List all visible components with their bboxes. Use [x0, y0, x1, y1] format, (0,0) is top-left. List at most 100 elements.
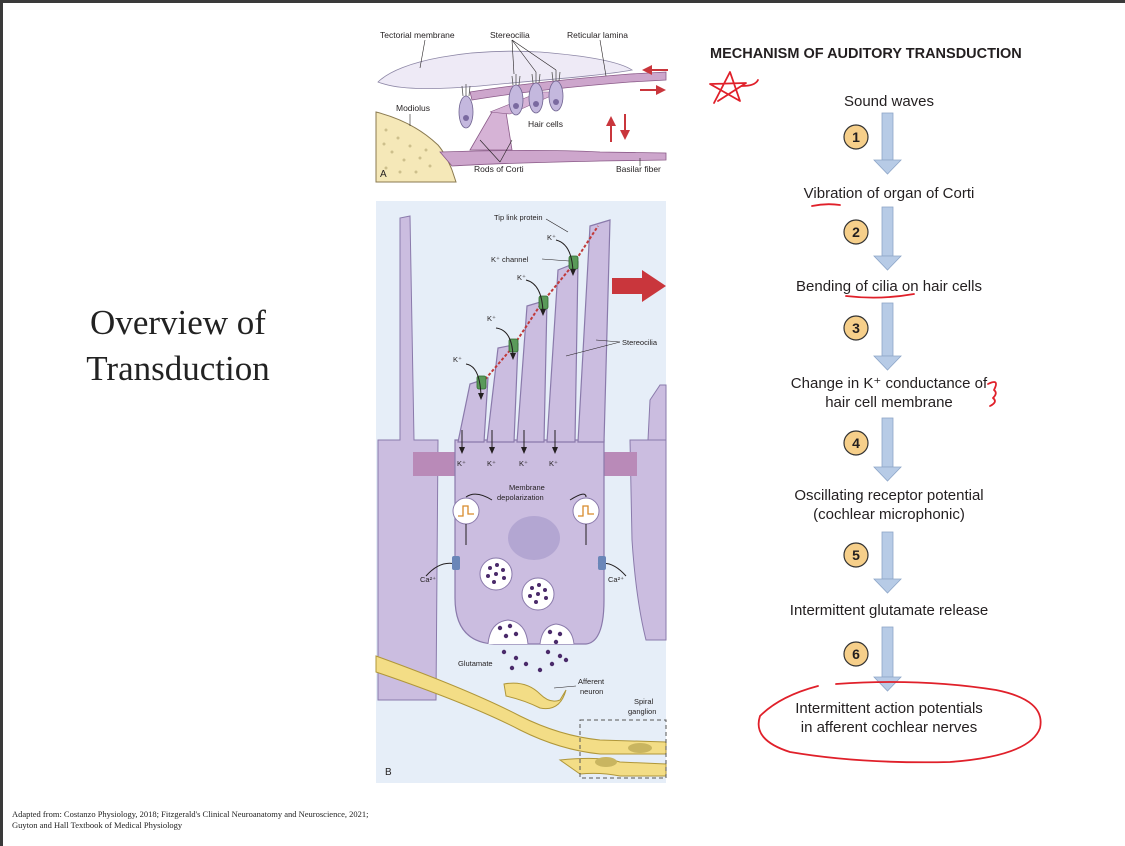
underline-cilia	[845, 293, 915, 299]
frame-left-border	[0, 0, 3, 846]
label-ca-left: Ca²⁺	[420, 575, 436, 584]
label-ca-right: Ca²⁺	[608, 575, 624, 584]
citation-line-2: Guyton and Hall Textbook of Medical Phys…	[12, 820, 183, 830]
step-circle-5	[843, 542, 869, 568]
basilar-membrane	[439, 150, 667, 167]
step-2-text: Bending of cilia on hair cells	[796, 278, 982, 295]
flow-arrow-6	[873, 626, 902, 692]
label-rods-of-corti: Rods of Corti	[474, 164, 524, 174]
tectorial-membrane	[377, 50, 634, 89]
label-k-ion-4: K⁺	[453, 355, 462, 364]
red-star-tail	[741, 79, 759, 87]
label-glutamate: Glutamate	[458, 659, 493, 668]
slide-title-line-1: Overview of	[90, 303, 266, 342]
panel-b-letter: B	[385, 767, 392, 778]
label-k-ion-6: K⁺	[487, 459, 496, 468]
label-k-ion-2: K⁺	[517, 273, 526, 282]
synaptic-vesicles	[479, 557, 555, 611]
flow-arrow-2	[873, 206, 902, 271]
label-k-channel: K⁺ channel	[491, 255, 529, 264]
step-number-circles: 1 2 3 4 5 6	[843, 124, 869, 667]
flow-arrow-5	[873, 531, 902, 594]
label-ganglion: ganglion	[628, 707, 656, 716]
step-4-text-line-2: (cochlear microphonic)	[813, 506, 965, 523]
depolarization-arrows	[425, 493, 627, 577]
tip-link-protein	[481, 225, 599, 384]
modiolus-texture	[382, 128, 432, 174]
label-afferent: Afferent	[578, 677, 605, 686]
step-6-text-line-2: in afferent cochlear nerves	[801, 719, 978, 736]
left-tight-junction	[413, 452, 455, 476]
label-hair-cells: Hair cells	[528, 119, 563, 129]
flowchart-title: MECHANISM OF AUDITORY TRANSDUCTION	[710, 46, 1022, 62]
underline-vibration	[811, 203, 841, 207]
cell-nucleus	[508, 516, 560, 560]
label-modiolus: Modiolus	[396, 103, 430, 113]
label-reticular-lamina: Reticular lamina	[567, 30, 628, 40]
label-stereocilia-b: Stereocilia	[622, 338, 658, 347]
step-0-text: Sound waves	[844, 93, 934, 110]
label-k-ion-3: K⁺	[487, 314, 496, 323]
ca-channel-left	[452, 556, 460, 570]
step-3-text-line-2: hair cell membrane	[825, 394, 953, 411]
step-circle-3	[843, 315, 869, 341]
modiolus-bone	[375, 111, 457, 183]
label-k-ion-1: K⁺	[547, 233, 556, 242]
ganglion-cell-1	[628, 743, 652, 753]
step-1-text: Vibration of organ of Corti	[804, 185, 975, 202]
step-circle-4	[843, 430, 869, 456]
panel-b-leader-lines	[541, 218, 621, 689]
step-circle-6	[843, 641, 869, 667]
right-tight-junction	[603, 452, 637, 476]
slide-title: Overview of Transduction	[58, 300, 298, 392]
label-k-ion-7: K⁺	[519, 459, 528, 468]
step-number-6: 6	[852, 646, 860, 662]
spiral-ganglion-box	[579, 719, 667, 779]
ca-channels	[452, 556, 606, 570]
step-number-1: 1	[852, 129, 860, 145]
stereocilia-bundle	[457, 219, 611, 443]
step-4-text-line-1: Oscillating receptor potential	[794, 487, 983, 504]
step-number-5: 5	[852, 547, 860, 563]
flow-arrow-4	[873, 417, 902, 482]
panel-a-letter: A	[380, 169, 387, 180]
step-circle-1	[843, 124, 869, 150]
k-entry-arrows	[461, 239, 574, 450]
step-number-3: 3	[852, 320, 860, 336]
step-number-2: 2	[852, 224, 860, 240]
brace-annotation	[987, 381, 997, 407]
step-6-text-line-1: Intermittent action potentials	[795, 700, 983, 717]
hair-cells-group	[458, 80, 564, 129]
afferent-terminal	[503, 682, 567, 710]
circle-annotation	[757, 681, 1042, 764]
exocytosis-pocket-1	[487, 619, 529, 645]
red-annotations	[709, 71, 1042, 764]
glutamate-molecules	[497, 623, 569, 673]
label-spiral: Spiral	[634, 697, 654, 706]
label-membrane: Membrane	[509, 483, 545, 492]
label-k-ion-8: K⁺	[549, 459, 558, 468]
deflection-arrow	[612, 270, 666, 302]
step-5-text: Intermittent glutamate release	[790, 602, 988, 619]
step-3-text-line-1: Change in K⁺ conductance of	[791, 375, 988, 392]
label-tectorial-membrane: Tectorial membrane	[380, 30, 455, 40]
label-tip-link-protein: Tip link protein	[494, 213, 543, 222]
citation: Adapted from: Costanzo Physiology, 2018;…	[12, 809, 532, 831]
ganglion-cell-2	[595, 757, 617, 767]
hair-cell-nuclei	[463, 99, 559, 121]
stereocilium-5	[577, 219, 611, 443]
frame-top-border	[0, 0, 1125, 3]
slide-title-line-2: Transduction	[86, 349, 270, 388]
label-depolarization: depolarization	[497, 493, 544, 502]
flow-arrow-1	[873, 112, 902, 175]
ca-channel-right	[598, 556, 606, 570]
stereocilia-tufts	[461, 70, 561, 97]
left-neighbor-cell	[377, 215, 439, 701]
exocytosis-pocket-2	[539, 623, 575, 645]
flow-arrow-3	[873, 302, 902, 371]
citation-line-1: Adapted from: Costanzo Physiology, 2018;…	[12, 809, 369, 819]
label-stereocilia-a: Stereocilia	[490, 30, 530, 40]
